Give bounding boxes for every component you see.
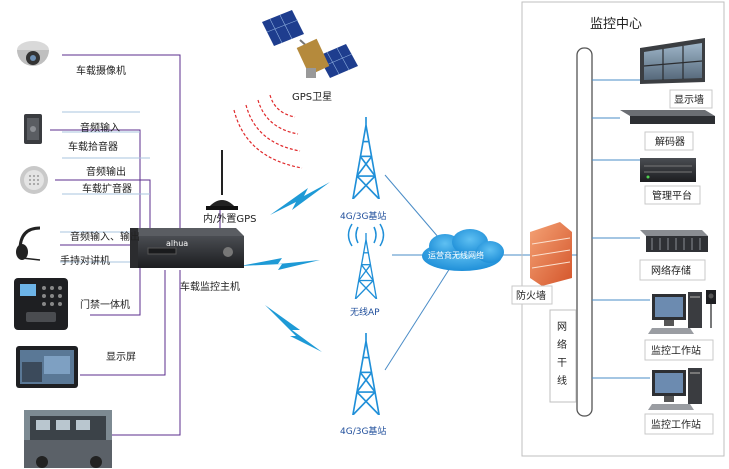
display-screen-icon xyxy=(16,346,78,388)
gps-antenna-icon xyxy=(206,150,238,210)
mgmt-platform-label-box xyxy=(644,185,701,205)
firewall-icon xyxy=(530,222,572,286)
pickup-label: 车载拾音器 xyxy=(68,140,118,153)
display-screen-label: 显示屏 xyxy=(106,351,136,363)
vehicle-host-brand: alhua xyxy=(166,239,188,248)
decoder-icon xyxy=(620,110,715,124)
mgmt-platform-label: 管理平台 xyxy=(652,189,692,202)
base-station-bottom-label: 4G/3G基站 xyxy=(340,425,386,437)
decoder-label: 解码器 xyxy=(655,135,685,148)
base-station-top-icon xyxy=(351,117,381,199)
wireless-ap-icon xyxy=(347,223,385,299)
gps-satellite-icon xyxy=(262,10,358,78)
camera-label: 车载摄像机 xyxy=(76,64,126,77)
backbone-label: 网 络 干 线 xyxy=(549,309,577,403)
lightning-bolt-middle xyxy=(240,258,320,270)
device-links xyxy=(50,54,181,436)
wireless-signals xyxy=(240,182,330,352)
network-storage-label: 网络存储 xyxy=(651,264,691,277)
display-wall-label: 显示墙 xyxy=(674,93,704,106)
center-title: 监控中心 xyxy=(590,17,642,32)
access-control-label: 门禁一体机 xyxy=(80,298,130,311)
svg-text:络: 络 xyxy=(557,338,567,351)
workstation-2-icon xyxy=(648,368,702,410)
base-station-bottom-icon xyxy=(351,333,381,415)
svg-text:干: 干 xyxy=(557,358,567,369)
workstation-2-label-box xyxy=(644,413,714,435)
decoder-label-box xyxy=(644,131,694,151)
audio-io-label: 音频输入、输出 xyxy=(70,230,140,243)
speaker-icon xyxy=(20,166,48,194)
monitoring-center-box xyxy=(521,1,725,457)
mgmt-platform-icon xyxy=(640,158,696,182)
svg-text:线: 线 xyxy=(557,374,567,387)
headset-icon xyxy=(16,226,41,261)
workstation-1-label: 监控工作站 xyxy=(651,344,701,357)
base-station-top-label: 4G/3G基站 xyxy=(340,210,386,222)
access-control-icon xyxy=(14,278,68,330)
gps-antenna-label: 内/外置GPS xyxy=(203,212,257,225)
vehicle-host-label: 车载监控主机 xyxy=(180,280,240,293)
pickup-icon xyxy=(24,114,42,144)
vehicle-photo xyxy=(24,410,112,468)
audio-out-label: 音频输出 xyxy=(86,165,126,178)
speaker-label: 车载扩音器 xyxy=(82,182,132,195)
display-wall-icon xyxy=(640,38,705,84)
gps-signal-arcs xyxy=(233,94,303,169)
carrier-cloud-label: 运营商无线网络 xyxy=(428,250,484,260)
network-storage-icon xyxy=(640,230,708,252)
carrier-cloud-icon xyxy=(422,229,504,271)
wireless-ap-label: 无线AP xyxy=(350,306,380,318)
gps-satellite-label: GPS卫星 xyxy=(292,91,332,103)
firewall-label: 防火墙 xyxy=(516,289,546,302)
lightning-bolt-top xyxy=(270,182,330,215)
center-links xyxy=(592,79,650,379)
walkie-label: 手持对讲机 xyxy=(60,254,110,267)
vehicle-host-icon xyxy=(130,228,244,268)
network-storage-label-box xyxy=(639,259,706,281)
label-guides xyxy=(60,111,150,263)
display-wall-label-box xyxy=(669,89,713,109)
firewall-label-box xyxy=(511,285,553,305)
audio-in-label: 音频输入 xyxy=(80,121,120,134)
camera-icon xyxy=(17,41,49,66)
workstation-1-icon xyxy=(648,290,716,334)
lightning-bolt-bottom xyxy=(265,305,322,352)
workstation-1-label-box xyxy=(644,339,714,361)
svg-text:网: 网 xyxy=(557,321,567,333)
workstation-2-label: 监控工作站 xyxy=(651,418,701,431)
backbone-pipe xyxy=(576,47,593,417)
